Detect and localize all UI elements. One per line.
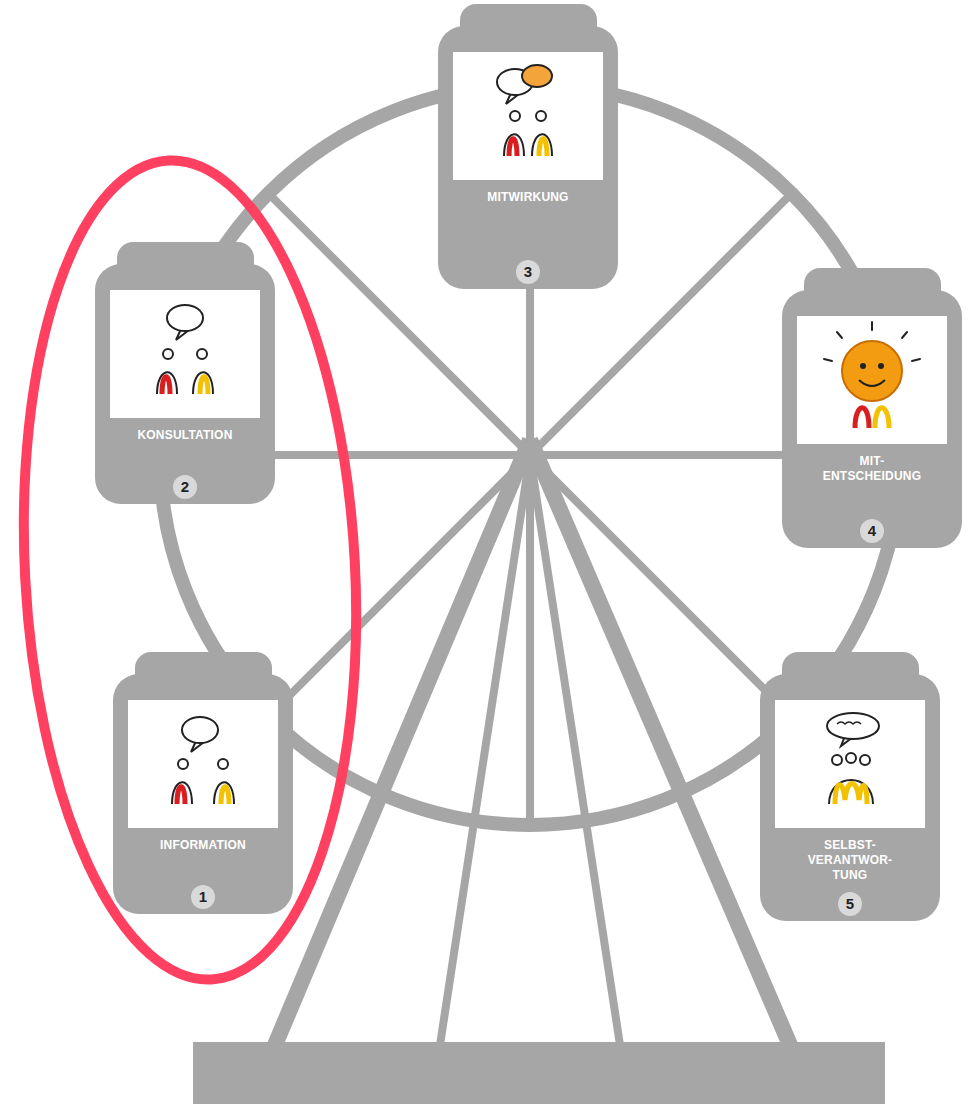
- co-decision-icon: [797, 316, 947, 444]
- information-icon: [128, 700, 278, 828]
- callout-number: 4: [860, 519, 884, 543]
- callout-number: 2: [173, 475, 197, 499]
- gondola-label: INFORMATION: [128, 838, 278, 853]
- gondola-label: KONSULTATION: [110, 428, 260, 443]
- callout-number: 1: [191, 885, 215, 909]
- wheel-braces: [440, 455, 620, 1045]
- wheel-base: [193, 1042, 885, 1104]
- participation-icon: [453, 52, 603, 180]
- self-responsibility-icon: [775, 700, 925, 828]
- callout-number: 3: [516, 260, 540, 284]
- gondola-label: MIT- ENTSCHEIDUNG: [817, 454, 927, 484]
- callout-number: 5: [838, 892, 862, 916]
- gondola-label: MITWIRKUNG: [453, 190, 603, 205]
- highlight-ellipse: [4, 152, 376, 988]
- consultation-icon: [110, 290, 260, 418]
- gondola-label: SELBST- VERANTWOR- TUNG: [800, 838, 900, 883]
